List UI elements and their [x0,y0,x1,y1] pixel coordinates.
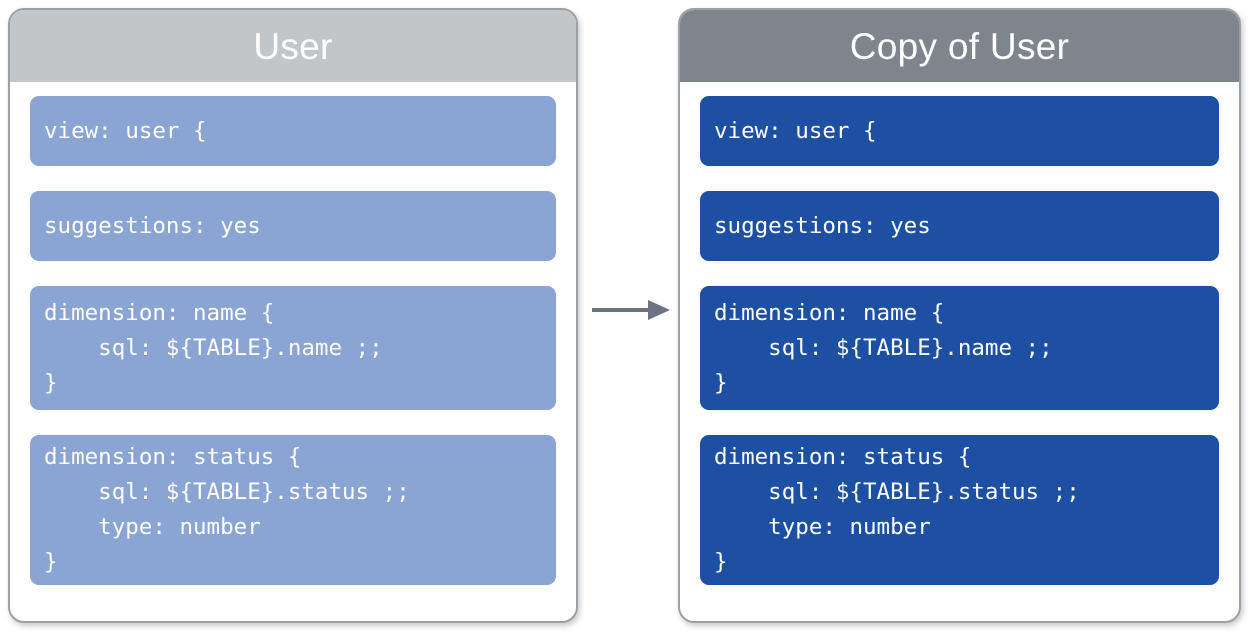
code-block-copy-suggestions[interactable]: suggestions: yes [700,191,1219,261]
code-block-copy-dimension-status[interactable]: dimension: status { sql: ${TABLE}.status… [700,435,1219,585]
panel-copy-title: Copy of User [680,10,1239,82]
code-block-copy-view-text: view: user { [714,117,877,144]
panel-source-user[interactable]: User view: user { suggestions: yes dimen… [8,8,578,623]
code-block-suggestions-text: suggestions: yes [44,212,261,239]
code-block-copy-dimension-name[interactable]: dimension: name { sql: ${TABLE}.name ;; … [700,286,1219,410]
panel-source-title: User [10,10,576,82]
panel-source-body: view: user { suggestions: yes dimension:… [10,82,576,585]
code-block-copy-dimension-name-text: dimension: name { sql: ${TABLE}.name ;; … [714,299,1053,396]
code-block-copy-suggestions-text: suggestions: yes [714,212,931,239]
code-block-suggestions[interactable]: suggestions: yes [30,191,556,261]
code-block-copy-dimension-status-text: dimension: status { sql: ${TABLE}.status… [714,444,1080,575]
panel-copy-of-user[interactable]: Copy of User view: user { suggestions: y… [678,8,1241,623]
code-block-dimension-status[interactable]: dimension: status { sql: ${TABLE}.status… [30,435,556,585]
panel-copy-body: view: user { suggestions: yes dimension:… [680,82,1239,585]
code-block-view-text: view: user { [44,117,207,144]
code-block-dimension-name[interactable]: dimension: name { sql: ${TABLE}.name ;; … [30,286,556,410]
code-block-view[interactable]: view: user { [30,96,556,166]
code-block-dimension-name-text: dimension: name { sql: ${TABLE}.name ;; … [44,299,383,396]
copy-arrow-icon [592,297,672,323]
code-block-copy-view[interactable]: view: user { [700,96,1219,166]
code-block-dimension-status-text: dimension: status { sql: ${TABLE}.status… [44,444,410,575]
